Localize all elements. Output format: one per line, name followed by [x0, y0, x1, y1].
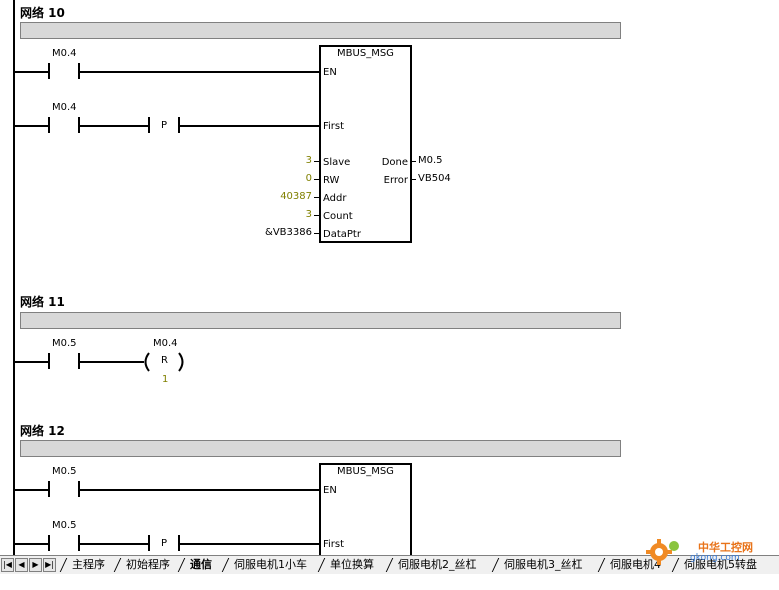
tab-init[interactable]: 初始程序 [116, 557, 170, 572]
rung-wire [15, 489, 48, 491]
network-10-comment[interactable] [20, 22, 621, 39]
pin-first: First [323, 539, 345, 550]
pin-error: Error [383, 175, 408, 186]
power-rail [13, 0, 15, 555]
pin-tick [314, 179, 320, 180]
p-contact-left[interactable] [148, 535, 150, 551]
count-value[interactable]: 3 [305, 209, 312, 220]
pin-tick [314, 215, 320, 216]
pin-dataptr: DataPtr [323, 229, 361, 240]
contact-no[interactable] [48, 535, 50, 551]
p-contact-label: P [161, 538, 168, 549]
pin-tick [410, 161, 416, 162]
contact-label: M0.5 [52, 520, 77, 531]
rung-wire [80, 361, 144, 363]
pin-tick [314, 161, 320, 162]
contact-no[interactable] [48, 63, 50, 79]
network-10-title[interactable]: 网络 10 [20, 6, 65, 20]
rung-wire [80, 489, 320, 491]
contact-label: M0.4 [52, 48, 77, 59]
rung-wire [80, 543, 148, 545]
contact-label: M0.5 [52, 338, 77, 349]
rung-wire [15, 543, 48, 545]
reset-coil[interactable] [141, 351, 189, 373]
pin-rw: RW [323, 175, 340, 186]
network-12-comment[interactable] [20, 440, 621, 457]
error-value[interactable]: VB504 [418, 173, 451, 184]
pin-done: Done [381, 157, 408, 168]
prev-tab-button[interactable]: ◀ [15, 558, 28, 572]
rung-wire [80, 125, 148, 127]
tab-main[interactable]: 主程序 [62, 557, 105, 572]
status-strip [0, 574, 779, 590]
network-12-title[interactable]: 网络 12 [20, 424, 65, 438]
contact-no[interactable] [78, 63, 80, 79]
rung-wire [15, 125, 48, 127]
pin-tick [314, 233, 320, 234]
rung-wire [15, 361, 48, 363]
rung-wire [15, 71, 48, 73]
watermark-text: 中华工控网 [698, 541, 753, 554]
contact-no[interactable] [78, 117, 80, 133]
contact-no[interactable] [78, 535, 80, 551]
network-11-title[interactable]: 网络 11 [20, 295, 65, 309]
block-title: MBUS_MSG [337, 48, 394, 59]
first-tab-button[interactable]: |◀ [1, 558, 14, 572]
mbus-msg-block[interactable]: MBUS_MSG EN First Slave RW Addr Count Da… [319, 45, 412, 243]
contact-no[interactable] [48, 117, 50, 133]
slave-value[interactable]: 3 [305, 155, 312, 166]
pin-tick [410, 179, 416, 180]
p-contact-label: P [161, 120, 168, 131]
watermark-domain: gkong.com [690, 553, 740, 563]
addr-value[interactable]: 40387 [280, 191, 312, 202]
contact-no[interactable] [48, 353, 50, 369]
coil-address: M0.4 [153, 338, 178, 349]
rung-wire [180, 543, 320, 545]
rw-value[interactable]: 0 [305, 173, 312, 184]
rung-wire [80, 71, 320, 73]
last-tab-button[interactable]: ▶| [43, 558, 56, 572]
coil-count[interactable]: 1 [162, 374, 169, 385]
done-value[interactable]: M0.5 [418, 155, 443, 166]
pin-slave: Slave [323, 157, 351, 168]
p-contact-right[interactable] [178, 535, 180, 551]
pin-en: EN [323, 485, 337, 496]
tab-comm[interactable]: 通信 [180, 557, 212, 572]
next-tab-button[interactable]: ▶ [29, 558, 42, 572]
pin-first: First [323, 121, 345, 132]
tab-servo1[interactable]: 伺服电机1小车 [224, 557, 307, 572]
tab-servo3[interactable]: 伺服电机3_丝杠 [494, 557, 583, 572]
p-contact-left[interactable] [148, 117, 150, 133]
contact-label: M0.5 [52, 466, 77, 477]
mbus-msg-block[interactable]: MBUS_MSG EN First [319, 463, 412, 565]
pin-count: Count [323, 211, 353, 222]
pin-tick [314, 197, 320, 198]
contact-no[interactable] [78, 481, 80, 497]
gear-logo-icon [646, 539, 679, 565]
tab-servo2[interactable]: 伺服电机2_丝杠 [388, 557, 477, 572]
pin-addr: Addr [323, 193, 347, 204]
coil-label: R [161, 355, 168, 366]
tab-servo5[interactable]: 伺服电机5转盘 [674, 557, 757, 572]
rung-wire [180, 125, 320, 127]
block-title: MBUS_MSG [337, 466, 394, 477]
pou-tab-bar: |◀ ◀ ▶ ▶| 主程序 初始程序 通信 伺服电机1小车 单位换算 伺服电机2… [0, 555, 779, 574]
contact-no[interactable] [78, 353, 80, 369]
tab-unit-conv[interactable]: 单位换算 [320, 557, 374, 572]
contact-label: M0.4 [52, 102, 77, 113]
network-11-comment[interactable] [20, 312, 621, 329]
pin-en: EN [323, 67, 337, 78]
tab-servo4[interactable]: 伺服电机4 [600, 557, 661, 572]
dataptr-value[interactable]: &VB3386 [265, 227, 312, 238]
contact-no[interactable] [48, 481, 50, 497]
p-contact-right[interactable] [178, 117, 180, 133]
